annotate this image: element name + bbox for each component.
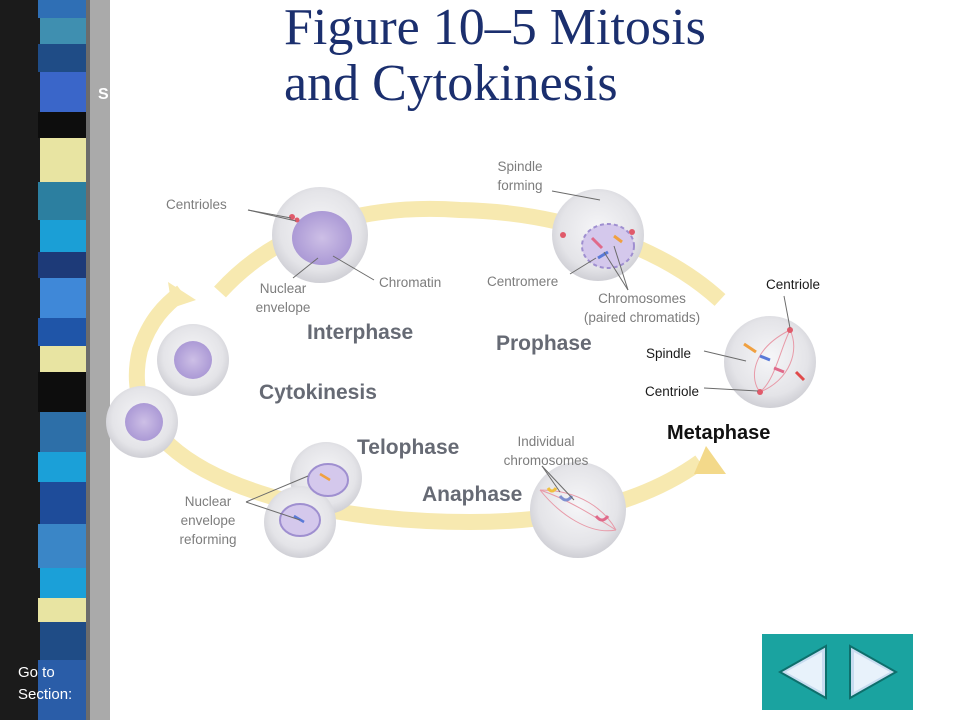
back-button[interactable] — [766, 638, 838, 706]
phase-anaphase: Anaphase — [422, 483, 522, 506]
navigation-panel — [762, 634, 913, 710]
label-envelope-reforming-line3: reforming — [179, 532, 236, 547]
page-title-line-1: Figure 10–5 Mitosis — [284, 0, 706, 56]
label-chromosomes-line1: Chromosomes — [598, 291, 686, 306]
left-arrow-icon — [777, 644, 827, 700]
label-spindle: Spindle — [646, 346, 691, 361]
anaphase-cell — [530, 462, 626, 558]
phase-metaphase: Metaphase — [667, 422, 770, 444]
label-chromatin: Chromatin — [379, 275, 441, 290]
phase-telophase: Telophase — [357, 436, 459, 459]
phase-cytokinesis: Cytokinesis — [259, 381, 377, 404]
label-centrioles: Centrioles — [166, 197, 227, 212]
goto-section-label-line1: Go to — [18, 664, 55, 681]
page-title-line-2: and Cytokinesis — [284, 55, 618, 112]
label-chromosomes-line2: (paired chromatids) — [584, 310, 700, 325]
label-centriole-bottom: Centriole — [645, 384, 699, 399]
phase-interphase: Interphase — [307, 321, 413, 344]
label-envelope-reforming-line1: Nuclear — [185, 494, 232, 509]
decorative-stripe — [0, 0, 110, 720]
label-individual-chromosomes-line1: Individual — [517, 434, 574, 449]
label-nuclear-envelope-line2: envelope — [256, 300, 311, 315]
phase-prophase: Prophase — [496, 332, 592, 355]
telophase-cells — [264, 442, 362, 558]
cytokinesis-cells — [106, 324, 229, 458]
prophase-cell — [552, 189, 644, 281]
interphase-cell — [272, 187, 368, 283]
leader-lines — [245, 190, 791, 521]
forward-button[interactable] — [838, 638, 910, 706]
label-spindle-forming-line1: Spindle — [497, 159, 542, 174]
right-arrow-icon — [849, 644, 899, 700]
label-envelope-reforming-line2: envelope — [181, 513, 236, 528]
label-individual-chromosomes-line2: chromosomes — [504, 453, 589, 468]
metaphase-cell — [724, 316, 816, 408]
label-centriole-top: Centriole — [766, 277, 820, 292]
side-letter: S — [98, 86, 109, 103]
label-nuclear-envelope-line1: Nuclear — [260, 281, 307, 296]
goto-section-label-line2: Section: — [18, 686, 73, 703]
label-spindle-forming-line2: forming — [497, 178, 542, 193]
label-centromere: Centromere — [487, 274, 558, 289]
